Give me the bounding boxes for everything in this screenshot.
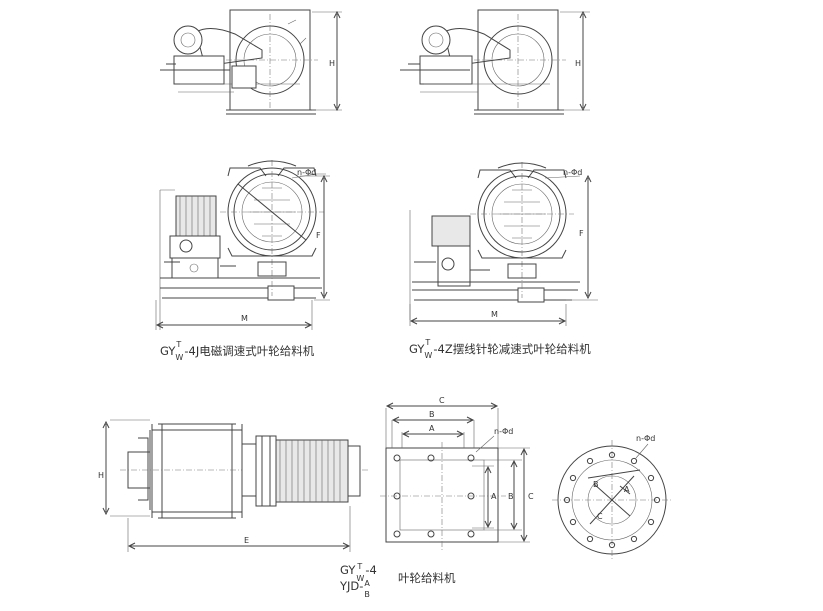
caption-standard-suffix: -4 — [365, 563, 377, 577]
dim-b-plan-top: B — [429, 410, 435, 419]
round-flange-view: n-Φd B A C — [552, 434, 672, 560]
dim-h-side: H — [98, 471, 104, 480]
holes-label-cycloid: n-Φd — [563, 168, 582, 177]
holes-label-electromagnetic: n-Φd — [297, 168, 316, 177]
dim-c-round: C — [597, 512, 603, 521]
caption-standard-yjd: YJD- — [340, 579, 364, 593]
caption-electromagnetic-prefix: GY — [160, 344, 176, 358]
dim-m-cycloid: M — [491, 310, 498, 319]
dim-f-cycloid: F — [579, 229, 584, 238]
caption-standard-yjd-sup: A — [364, 578, 370, 588]
caption-cycloid-suffix: -4Z摆线针轮减速式叶轮给料机 — [433, 342, 591, 356]
caption-electromagnetic-suffix: -4J电磁调速式叶轮给料机 — [184, 344, 315, 358]
dim-a-plan-side: A — [491, 492, 497, 501]
caption-electromagnetic-sup: T — [176, 339, 182, 349]
holes-label-round: n-Φd — [636, 434, 655, 443]
dim-f-electromagnetic: F — [316, 231, 321, 240]
top-left-feeder-view: H — [160, 9, 342, 115]
dim-c-plan-top: C — [439, 396, 445, 405]
dim-e-side: E — [244, 536, 249, 545]
dim-h-top-right: H — [575, 59, 581, 68]
caption-standard-yjd-sub: B — [364, 589, 370, 599]
caption-standard-sup: T — [357, 561, 363, 571]
holes-label-plan: n-Φd — [494, 427, 513, 436]
standard-feeder-side-view: H E — [98, 419, 370, 552]
dim-h-top-left: H — [329, 59, 335, 68]
caption-cycloid-sup: T — [425, 337, 431, 347]
dim-b-plan-side: B — [508, 492, 514, 501]
dim-c-plan-side: C — [528, 492, 534, 501]
dim-b-round: B — [593, 480, 599, 489]
caption-standard-sub: W — [356, 573, 365, 583]
top-right-feeder-view: H — [400, 9, 590, 115]
caption-standard-name: 叶轮给料机 — [398, 571, 456, 585]
caption-standard-prefix: GY — [340, 563, 356, 577]
caption-electromagnetic-sub: W — [175, 352, 184, 362]
dim-m-electromagnetic: M — [241, 314, 248, 323]
dim-a-plan-top: A — [429, 424, 435, 433]
flange-plan-view: C B A n-Φd C B A — [380, 396, 534, 550]
caption-cycloid-prefix: GY — [409, 342, 425, 356]
cycloid-feeder-view: n-Φd F M — [409, 162, 598, 326]
caption-cycloid-sub: W — [424, 350, 433, 360]
electromagnetic-feeder-view: n-Φd F M — [155, 160, 330, 330]
dim-a-round: A — [624, 485, 630, 494]
